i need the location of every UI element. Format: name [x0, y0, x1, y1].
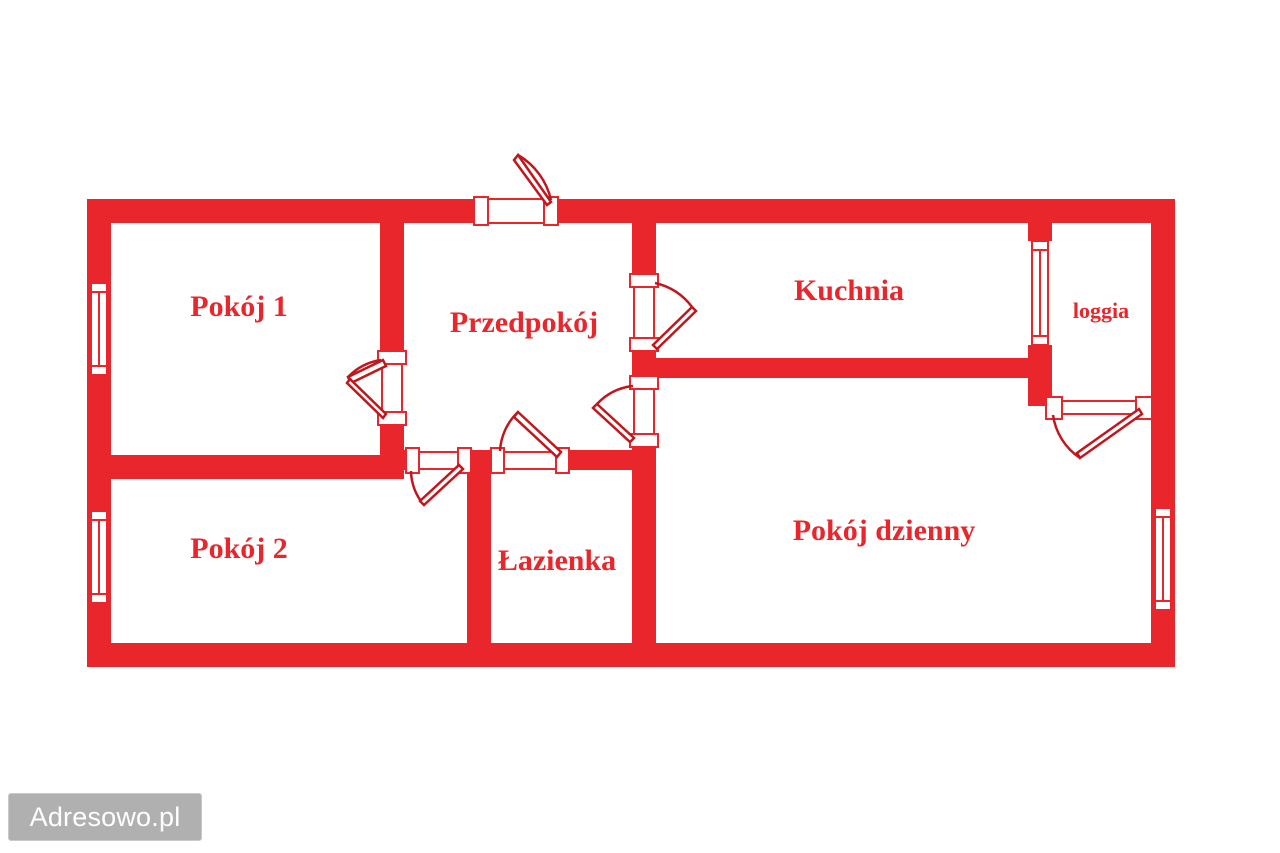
room-label-pokoj-1: Pokój 1: [190, 290, 288, 323]
wall-exterior-bottom: [87, 643, 1175, 667]
wall-between-pokoj1-przedpokoj: [380, 199, 404, 351]
room-labels-group: Pokój 1 Przedpokój Kuchnia loggia Pokój …: [190, 274, 1129, 577]
watermark-adresowo: Adresowo.pl: [8, 793, 202, 841]
walls-group: [87, 199, 1175, 667]
door-przedpokoj-pokoj2: [405, 447, 472, 507]
doors-group: [345, 152, 1153, 507]
window-loggia-left: [1031, 240, 1049, 346]
wall-between-przedpokoj-kuchnia: [632, 199, 656, 276]
door-loggia: [1045, 396, 1153, 460]
room-label-loggia: loggia: [1073, 298, 1129, 323]
wall-exterior-top: [87, 199, 1175, 223]
watermark-text: Adresowo.pl: [29, 801, 181, 832]
door-przedpokoj-dzienny: [591, 375, 659, 448]
door-przedpokoj-lazienka: [490, 410, 570, 474]
wall-lazienka-left: [467, 470, 491, 667]
window-pokoj1-left: [90, 282, 108, 376]
wall-loggia-bottom-stub: [1028, 396, 1052, 406]
window-pokoj-dzienny-right: [1154, 507, 1172, 611]
room-label-pokoj-2: Pokój 2: [190, 532, 288, 565]
door-entrance: [473, 152, 559, 226]
wall-between-pokoj1-pokoj2: [87, 455, 404, 479]
wall-przedpokoj-bottom-right: [563, 450, 656, 470]
wall-between-przedpokoj-dzienny: [632, 440, 656, 667]
window-pokoj2-left: [90, 510, 108, 604]
wall-kuchnia-bottom: [648, 358, 1040, 378]
wall-loggia-left-lower: [1028, 345, 1052, 400]
room-label-kuchnia: Kuchnia: [794, 274, 904, 307]
door-pokoj1-przedpokoj: [345, 350, 407, 426]
room-label-pokoj-dzienny: Pokój dzienny: [793, 514, 976, 547]
wall-loggia-left-upper: [1028, 199, 1052, 241]
door-przedpokoj-kuchnia: [629, 273, 698, 352]
windows-group: [90, 240, 1172, 611]
room-label-lazienka: Łazienka: [498, 544, 616, 577]
room-label-przedpokoj: Przedpokój: [450, 306, 598, 339]
